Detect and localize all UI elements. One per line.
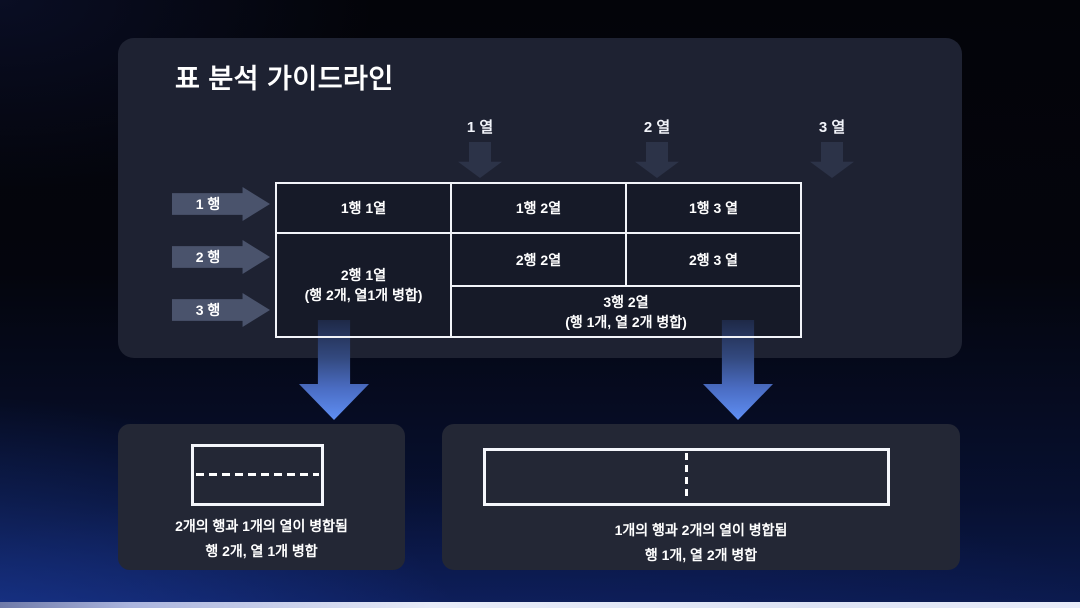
table-cell-r1c3: 1행 3 열 <box>625 182 802 234</box>
table-cell-r2c1-merged: 2행 1열 (행 2개, 열1개 병합) <box>275 232 452 338</box>
row-header-arrow-2: 2 행 <box>172 240 270 274</box>
bottom-edge-highlight <box>0 602 1080 608</box>
column-header-label-2: 2 열 <box>643 119 671 136</box>
row-header-label-3: 3 행 <box>195 302 221 318</box>
page-title: 표 분석 가이드라인 <box>175 64 394 94</box>
row-header-arrow-1: 1 행 <box>172 187 270 221</box>
dashed-row-divider <box>196 473 319 476</box>
merged-rows-shape <box>191 444 324 506</box>
row-header-label-2: 2 행 <box>195 249 221 265</box>
callout-caption-line1: 1개의 행과 2개의 열이 병합됨 <box>614 522 788 538</box>
dashed-column-divider <box>685 453 688 501</box>
row-header-arrow-3: 3 행 <box>172 293 270 327</box>
callout-panel-merged-rows: 2개의 행과 1개의 열이 병합됨 행 2개, 열 1개 병합 <box>118 424 405 570</box>
callout-caption-line2: 행 1개, 열 2개 병합 <box>644 547 758 563</box>
table-cell-r3c2-merged: 3행 2열 (행 1개, 열 2개 병합) <box>450 285 802 338</box>
callout-caption-line1: 2개의 행과 1개의 열이 병합됨 <box>175 518 348 534</box>
table-cell-r1c1: 1행 1열 <box>275 182 452 234</box>
callout-caption-right: 1개의 행과 2개의 열이 병합됨 행 1개, 열 2개 병합 <box>442 518 960 568</box>
table-cell-r1c2: 1행 2열 <box>450 182 627 234</box>
table-cell-r2c3: 2행 3 열 <box>625 232 802 287</box>
guideline-panel: 표 분석 가이드라인 1 열 2 열 3 열 1 행 2 행 3 행 1행 1열… <box>118 38 962 420</box>
column-down-arrow-icon <box>635 142 679 178</box>
callout-caption-left: 2개의 행과 1개의 열이 병합됨 행 2개, 열 1개 병합 <box>118 514 405 564</box>
column-header-label-1: 1 열 <box>466 119 494 136</box>
merged-cell-line2: (행 2개, 열1개 병합) <box>304 287 423 303</box>
table-cell-r2c2: 2행 2열 <box>450 232 627 287</box>
example-table: 1행 1열 1행 2열 1행 3 열 2행 1열 (행 2개, 열1개 병합) … <box>275 182 802 338</box>
merged-cell-line1: 2행 1열 <box>340 267 387 283</box>
merged-columns-shape <box>483 448 890 506</box>
callout-caption-line2: 행 2개, 열 1개 병합 <box>205 543 318 559</box>
merged-cell-line2: (행 1개, 열 2개 병합) <box>565 313 687 330</box>
callout-panel-merged-columns: 1개의 행과 2개의 열이 병합됨 행 1개, 열 2개 병합 <box>442 424 960 570</box>
column-header-label-3: 3 열 <box>818 119 846 136</box>
column-down-arrow-icon <box>810 142 854 178</box>
row-header-label-1: 1 행 <box>195 196 221 212</box>
merged-cell-line1: 3행 2열 <box>603 293 649 310</box>
column-down-arrow-icon <box>458 142 502 178</box>
